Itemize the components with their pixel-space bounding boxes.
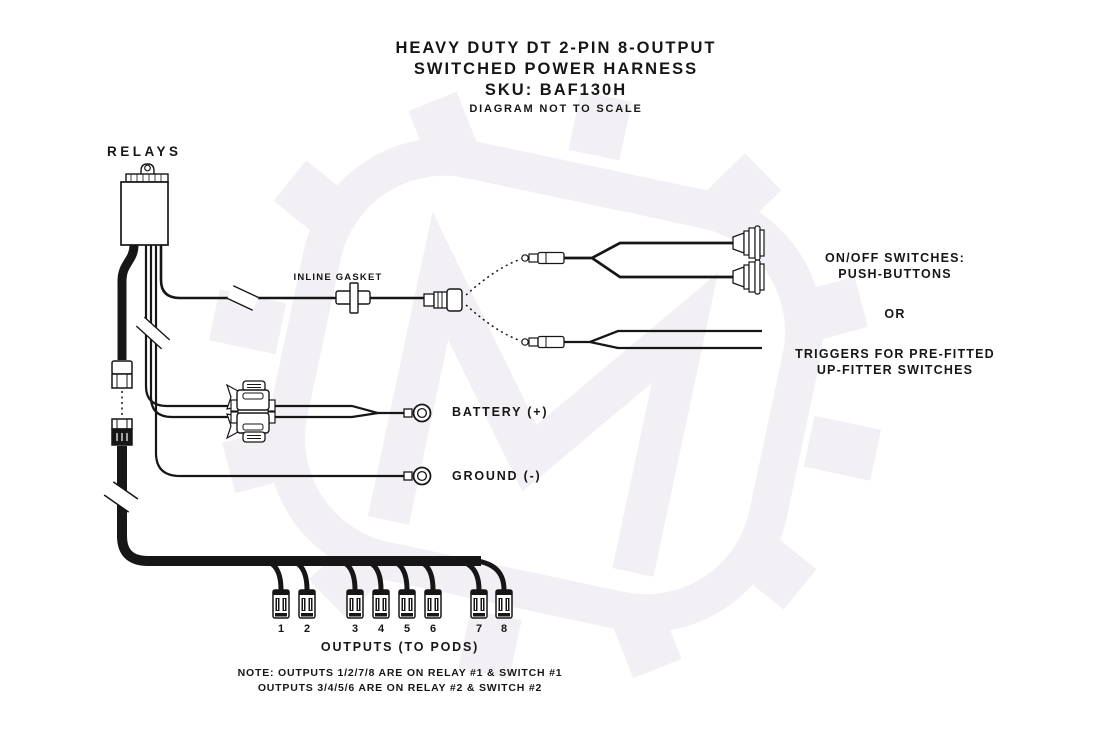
fuse-holder-2 bbox=[225, 411, 276, 443]
output-number-1: 1 bbox=[277, 623, 285, 635]
output-connector-3 bbox=[346, 589, 364, 619]
pushbutton-lead-wires bbox=[564, 241, 733, 279]
output-connector-7 bbox=[470, 589, 488, 619]
note-line-2: OUTPUTS 3/4/5/6 ARE ON RELAY #2 & SWITCH… bbox=[257, 682, 543, 694]
output-connector-5 bbox=[398, 589, 416, 619]
output-connector-8 bbox=[495, 589, 513, 619]
battery-wire-2 bbox=[149, 244, 379, 419]
diagram-title: HEAVY DUTY DT 2-PIN 8-OUTPUT SWITCHED PO… bbox=[330, 38, 782, 118]
output-connector-2 bbox=[298, 589, 316, 619]
trigger-lead-wires bbox=[564, 329, 762, 350]
note-line-1: NOTE: OUTPUTS 1/2/7/8 ARE ON RELAY #1 & … bbox=[237, 667, 563, 679]
trunk-wire-lower bbox=[117, 446, 481, 566]
output-number-4: 4 bbox=[377, 623, 385, 635]
relay-unit bbox=[120, 163, 169, 246]
output-drop-wires bbox=[255, 556, 507, 591]
onoff-switches-line2: PUSH-BUTTONS bbox=[838, 267, 952, 281]
dotted-connection-lines bbox=[121, 258, 522, 417]
or-separator: OR bbox=[884, 307, 906, 321]
trigger-line2: UP-FITTER SWITCHES bbox=[816, 363, 974, 377]
battery-label: BATTERY (+) bbox=[452, 405, 549, 419]
output-connectors bbox=[272, 589, 513, 619]
push-button-switch-1 bbox=[732, 225, 765, 261]
ring-terminal-ground bbox=[403, 466, 432, 486]
bullet-terminal-trigger bbox=[521, 335, 565, 349]
ground-wire bbox=[154, 244, 404, 478]
output-number-2: 2 bbox=[303, 623, 311, 635]
watermark-sun-rays bbox=[208, 91, 882, 679]
switch-options-text: ON/OFF SWITCHES: PUSH-BUTTONS OR TRIGGER… bbox=[770, 250, 1020, 378]
ring-terminal-battery bbox=[403, 403, 432, 423]
battery-wire-1 bbox=[144, 244, 404, 415]
switch-signal-wire bbox=[159, 244, 424, 300]
ground-label: GROUND (-) bbox=[452, 469, 542, 483]
bullet-terminal-pushbutton bbox=[521, 251, 565, 265]
title-sku: SKU: BAF130H bbox=[484, 81, 628, 99]
wire-break-marks bbox=[103, 285, 259, 513]
switch-lead-plug bbox=[423, 288, 463, 312]
fuse-holder-1 bbox=[225, 380, 276, 412]
output-number-6: 6 bbox=[429, 623, 437, 635]
output-connector-1 bbox=[272, 589, 290, 619]
note-text: NOTE: OUTPUTS 1/2/7/8 ARE ON RELAY #1 & … bbox=[180, 666, 620, 696]
outputs-caption: OUTPUTS (TO PODS) bbox=[320, 640, 480, 654]
push-button-switch-2 bbox=[732, 259, 765, 295]
output-number-8: 8 bbox=[500, 623, 508, 635]
output-number-5: 5 bbox=[403, 623, 411, 635]
trunk-disconnect-connector bbox=[111, 360, 133, 446]
trunk-wire-upper bbox=[117, 244, 139, 360]
inline-gasket bbox=[335, 282, 371, 314]
harness-wires bbox=[117, 241, 762, 591]
onoff-switches-line1: ON/OFF SWITCHES: bbox=[824, 251, 966, 265]
output-number-3: 3 bbox=[351, 623, 359, 635]
relays-label: RELAYS bbox=[107, 144, 182, 159]
title-line-2: SWITCHED POWER HARNESS bbox=[413, 60, 699, 78]
output-number-7: 7 bbox=[475, 623, 483, 635]
inline-gasket-label: INLINE GASKET bbox=[293, 272, 383, 283]
trigger-line1: TRIGGERS FOR PRE-FITTED bbox=[795, 347, 995, 361]
title-line-1: HEAVY DUTY DT 2-PIN 8-OUTPUT bbox=[395, 39, 717, 57]
output-connector-6 bbox=[424, 589, 442, 619]
title-scale-note: DIAGRAM NOT TO SCALE bbox=[469, 103, 643, 115]
output-connector-4 bbox=[372, 589, 390, 619]
